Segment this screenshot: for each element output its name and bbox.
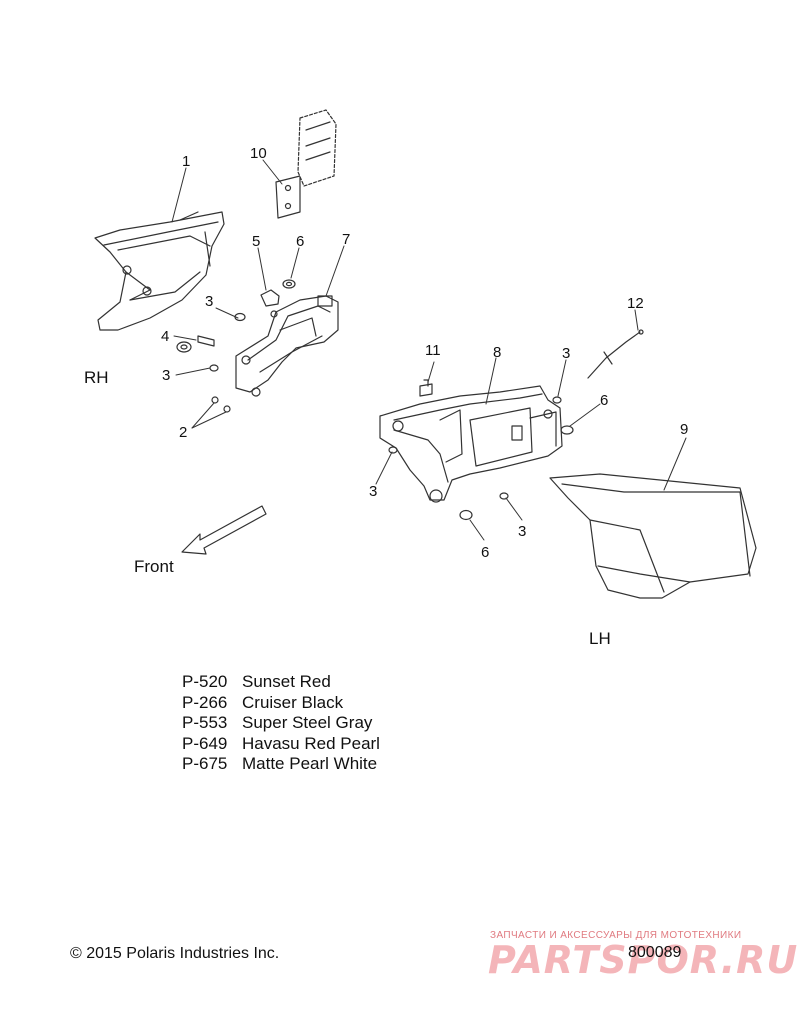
callout-3: 3 <box>205 293 214 310</box>
callout-3: 3 <box>369 483 378 500</box>
callout-3: 3 <box>562 345 571 362</box>
color-row: P-266 Cruiser Black <box>182 693 380 714</box>
part-1-rh-side-cover <box>94 211 225 331</box>
callout-3: 3 <box>162 367 171 384</box>
label-lh: LH <box>589 629 611 648</box>
callout-6: 6 <box>600 392 609 409</box>
callout-11: 11 <box>425 342 441 359</box>
part-10-relay-bracket <box>275 109 337 219</box>
callout-12: 12 <box>627 295 644 312</box>
color-row: P-553 Super Steel Gray <box>182 713 380 734</box>
callout-7: 7 <box>342 231 351 248</box>
part-8-lh-bracket <box>379 385 563 503</box>
callout-4: 4 <box>161 328 170 345</box>
callout-1: 1 <box>182 153 191 170</box>
label-rh: RH <box>84 368 109 387</box>
callout-6: 6 <box>296 233 305 250</box>
watermark-subtitle: ЗАПЧАСТИ И АКСЕССУАРЫ ДЛЯ МОТОТЕХНИКИ <box>490 930 742 941</box>
color-name: Super Steel Gray <box>242 713 373 733</box>
callout-6: 6 <box>481 544 490 561</box>
label-front: Front <box>134 557 174 576</box>
callout-8: 8 <box>493 344 502 361</box>
callout-3: 3 <box>518 523 527 540</box>
callout-5: 5 <box>252 233 261 250</box>
color-row: P-520 Sunset Red <box>182 672 380 693</box>
color-row: P-649 Havasu Red Pearl <box>182 734 380 755</box>
part-9-lh-side-cover <box>549 473 757 599</box>
document-number: 800089 <box>628 944 682 961</box>
hardware <box>176 279 574 521</box>
color-code: P-553 <box>182 713 228 733</box>
watermark-logo: PARTSPOR.RU <box>488 938 799 982</box>
part-7-rh-bracket <box>235 295 339 397</box>
copyright: © 2015 Polaris Industries Inc. <box>70 945 280 962</box>
color-code-list: P-520 Sunset Red P-266 Cruiser Black P-553… <box>182 672 380 775</box>
color-name: Matte Pearl White <box>242 754 378 774</box>
callout-2: 2 <box>179 424 188 441</box>
color-code: P-520 <box>182 672 228 691</box>
color-row: P-675 Matte Pearl White <box>182 754 380 775</box>
color-code: P-675 <box>182 754 228 774</box>
color-code: P-649 <box>182 733 228 753</box>
color-name: Cruiser Black <box>242 692 344 712</box>
color-code: P-266 <box>182 692 228 712</box>
color-name: Sunset Red <box>242 672 331 691</box>
color-name: Havasu Red Pearl <box>242 733 380 753</box>
front-arrow-icon <box>181 505 267 555</box>
callout-10: 10 <box>250 145 267 162</box>
callout-9: 9 <box>680 421 689 438</box>
part-12-cable-tie <box>587 329 644 379</box>
leader-lines <box>171 159 687 541</box>
